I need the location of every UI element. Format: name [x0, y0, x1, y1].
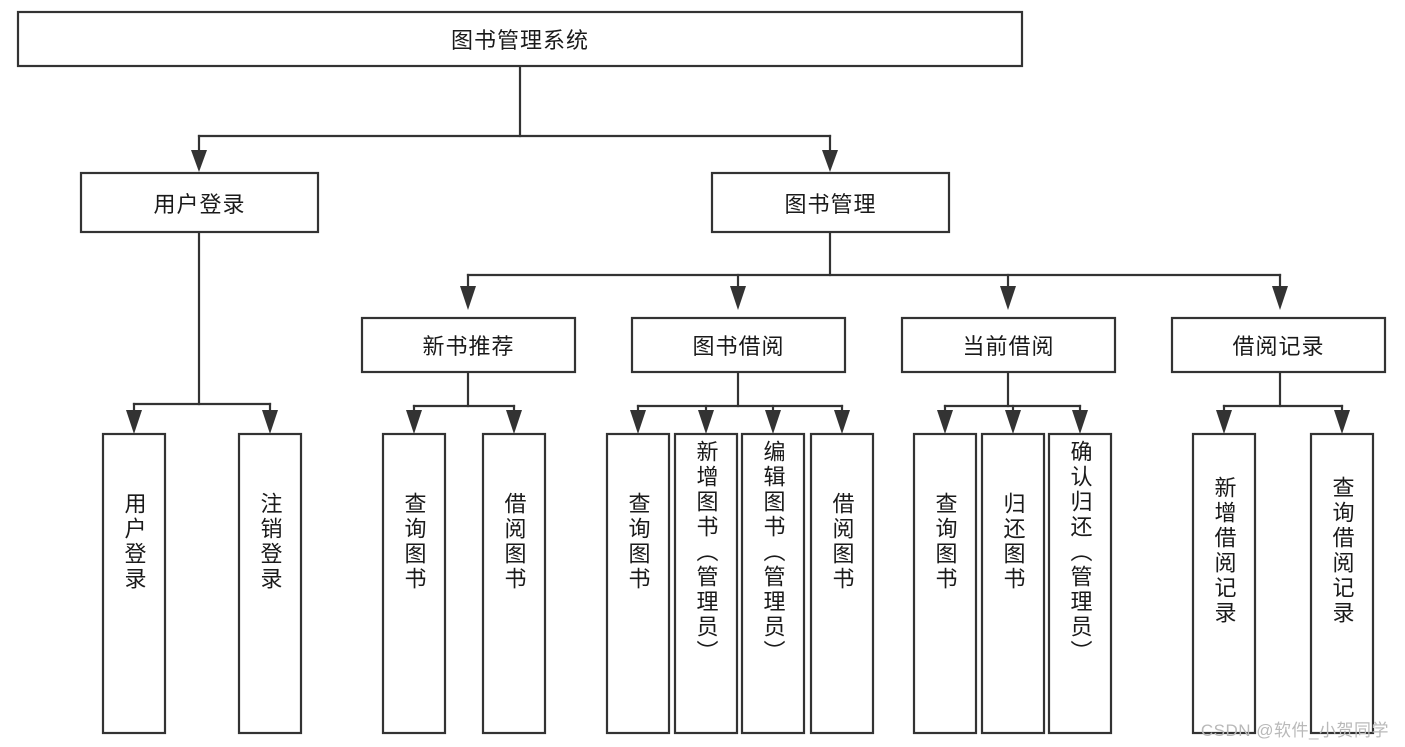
- connector-group-current: [937, 370, 1088, 434]
- node-box-leaf-8[interactable]: [912, 432, 978, 735]
- node-box-leaf-10[interactable]: [1047, 432, 1113, 735]
- node-box-leaf-12[interactable]: [1309, 432, 1375, 735]
- arrow-bookmgmt-to-new-book: [460, 286, 476, 310]
- arrow-borrow-l4: [834, 410, 850, 434]
- arrow-bookmgmt-to-borrow: [730, 286, 746, 310]
- arrow-current-l3: [1072, 410, 1088, 434]
- node-box-leaf-1[interactable]: [237, 432, 303, 735]
- node-box-user-login[interactable]: [79, 171, 320, 234]
- arrow-borrow-l3: [765, 410, 781, 434]
- connector-group-root: [191, 64, 838, 172]
- node-box-leaf-7[interactable]: [809, 432, 875, 735]
- arrow-newbook-l2: [506, 410, 522, 434]
- arrow-current-l2: [1005, 410, 1021, 434]
- arrow-current-l1: [937, 410, 953, 434]
- node-box-book-management[interactable]: [710, 171, 951, 234]
- connector-group-new-book: [406, 370, 522, 434]
- node-box-new-book-recommend[interactable]: [360, 316, 577, 374]
- connector-group-book-mgmt: [460, 230, 1288, 310]
- arrow-borrow-l1: [630, 410, 646, 434]
- arrow-root-to-user-login: [191, 150, 207, 172]
- arrow-bookmgmt-to-current: [1000, 286, 1016, 310]
- node-box-leaf-2[interactable]: [381, 432, 447, 735]
- node-box-leaf-6[interactable]: [740, 432, 806, 735]
- node-box-root[interactable]: [16, 10, 1024, 68]
- node-box-leaf-4[interactable]: [605, 432, 671, 735]
- arrow-record-l2: [1334, 410, 1350, 434]
- arrow-borrow-l2: [698, 410, 714, 434]
- connector-group-borrow: [630, 370, 850, 434]
- node-box-leaf-11[interactable]: [1191, 432, 1257, 735]
- node-box-leaf-5[interactable]: [673, 432, 739, 735]
- node-box-borrow-record[interactable]: [1170, 316, 1387, 374]
- arrow-userlogin-l2: [262, 410, 278, 434]
- node-box-leaf-0[interactable]: [101, 432, 167, 735]
- arrow-record-l1: [1216, 410, 1232, 434]
- arrow-bookmgmt-to-record: [1272, 286, 1288, 310]
- arrow-userlogin-l1: [126, 410, 142, 434]
- node-box-leaf-3[interactable]: [481, 432, 547, 735]
- node-box-current-borrow[interactable]: [900, 316, 1117, 374]
- arrow-root-to-book-mgmt: [822, 150, 838, 172]
- connector-group-user-login: [126, 230, 278, 434]
- node-box-book-borrow[interactable]: [630, 316, 847, 374]
- arrow-newbook-l1: [406, 410, 422, 434]
- node-box-leaf-9[interactable]: [980, 432, 1046, 735]
- connector-group-record: [1216, 370, 1350, 434]
